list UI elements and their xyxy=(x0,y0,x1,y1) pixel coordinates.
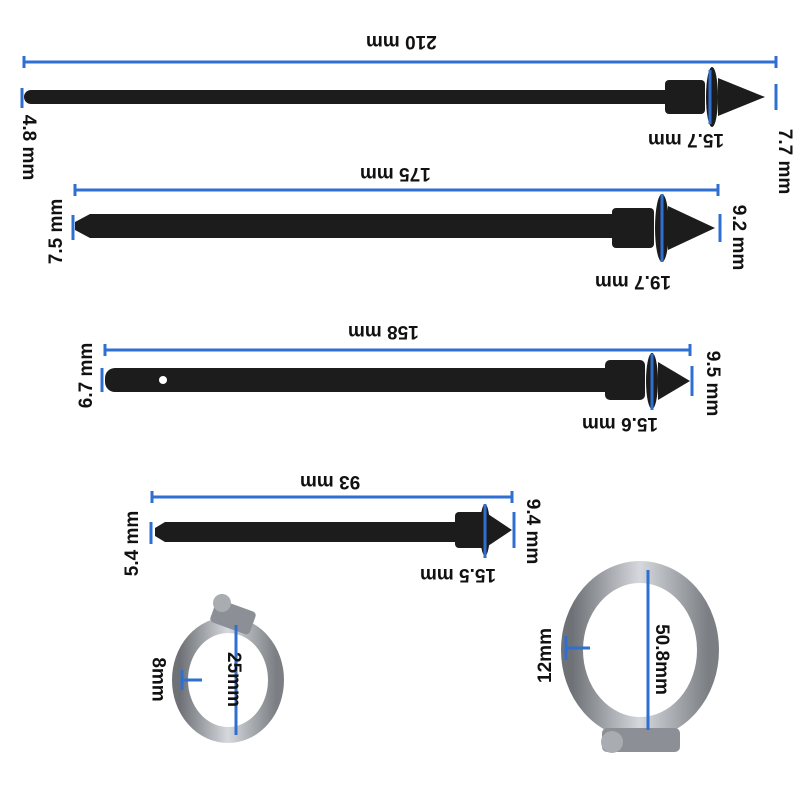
dimension-lines-large-clamp xyxy=(564,570,650,730)
tie-210-width-label: 4.8 mm xyxy=(18,114,40,181)
hose-clamp-small xyxy=(172,594,284,743)
small-clamp-band-label: 8mm xyxy=(147,657,169,702)
tie-175-length-label: 175 mm xyxy=(360,163,431,184)
tie-175-head-label: 19.7 mm xyxy=(595,271,672,292)
dimension-lines-158 xyxy=(100,344,694,410)
tie-175-height-label: 9.2 mm xyxy=(728,204,750,271)
tie-93-head-label: 15.5 mm xyxy=(420,564,497,585)
tie-175-width-label: 7.5 mm xyxy=(46,198,68,265)
dimension-lines-175 xyxy=(71,184,722,262)
tie-210-length-label: 210 mm xyxy=(366,31,437,52)
cable-tie-158 xyxy=(105,353,690,409)
tie-93-width-label: 5.4 mm xyxy=(122,510,144,577)
dimension-lines-210 xyxy=(20,56,778,124)
tie-158-height-label: 9.5 mm xyxy=(702,350,724,417)
tie-93-height-label: 9.4 mm xyxy=(522,498,544,565)
dimension-lines-93 xyxy=(149,491,516,558)
tie-93-length-label: 93 mm xyxy=(300,471,361,492)
tie-210-height-label: 7.7 mm xyxy=(774,128,796,195)
tie-158-head-label: 15.6 mm xyxy=(582,413,659,434)
small-clamp-diameter-label: 25mm xyxy=(222,652,244,707)
large-clamp-diameter-label: 50.8mm xyxy=(650,624,672,695)
tie-158-length-label: 158 mm xyxy=(348,321,419,342)
cable-tie-210 xyxy=(24,67,765,127)
large-clamp-band-label: 12mm xyxy=(534,628,556,683)
cable-tie-175 xyxy=(75,194,715,262)
dimension-lines-small-clamp xyxy=(180,625,238,735)
tie-158-width-label: 6.7 mm xyxy=(76,342,98,409)
cable-tie-93 xyxy=(155,504,512,556)
hose-clamp-large xyxy=(561,561,719,753)
tie-210-head-label: 15.7 mm xyxy=(648,129,725,150)
